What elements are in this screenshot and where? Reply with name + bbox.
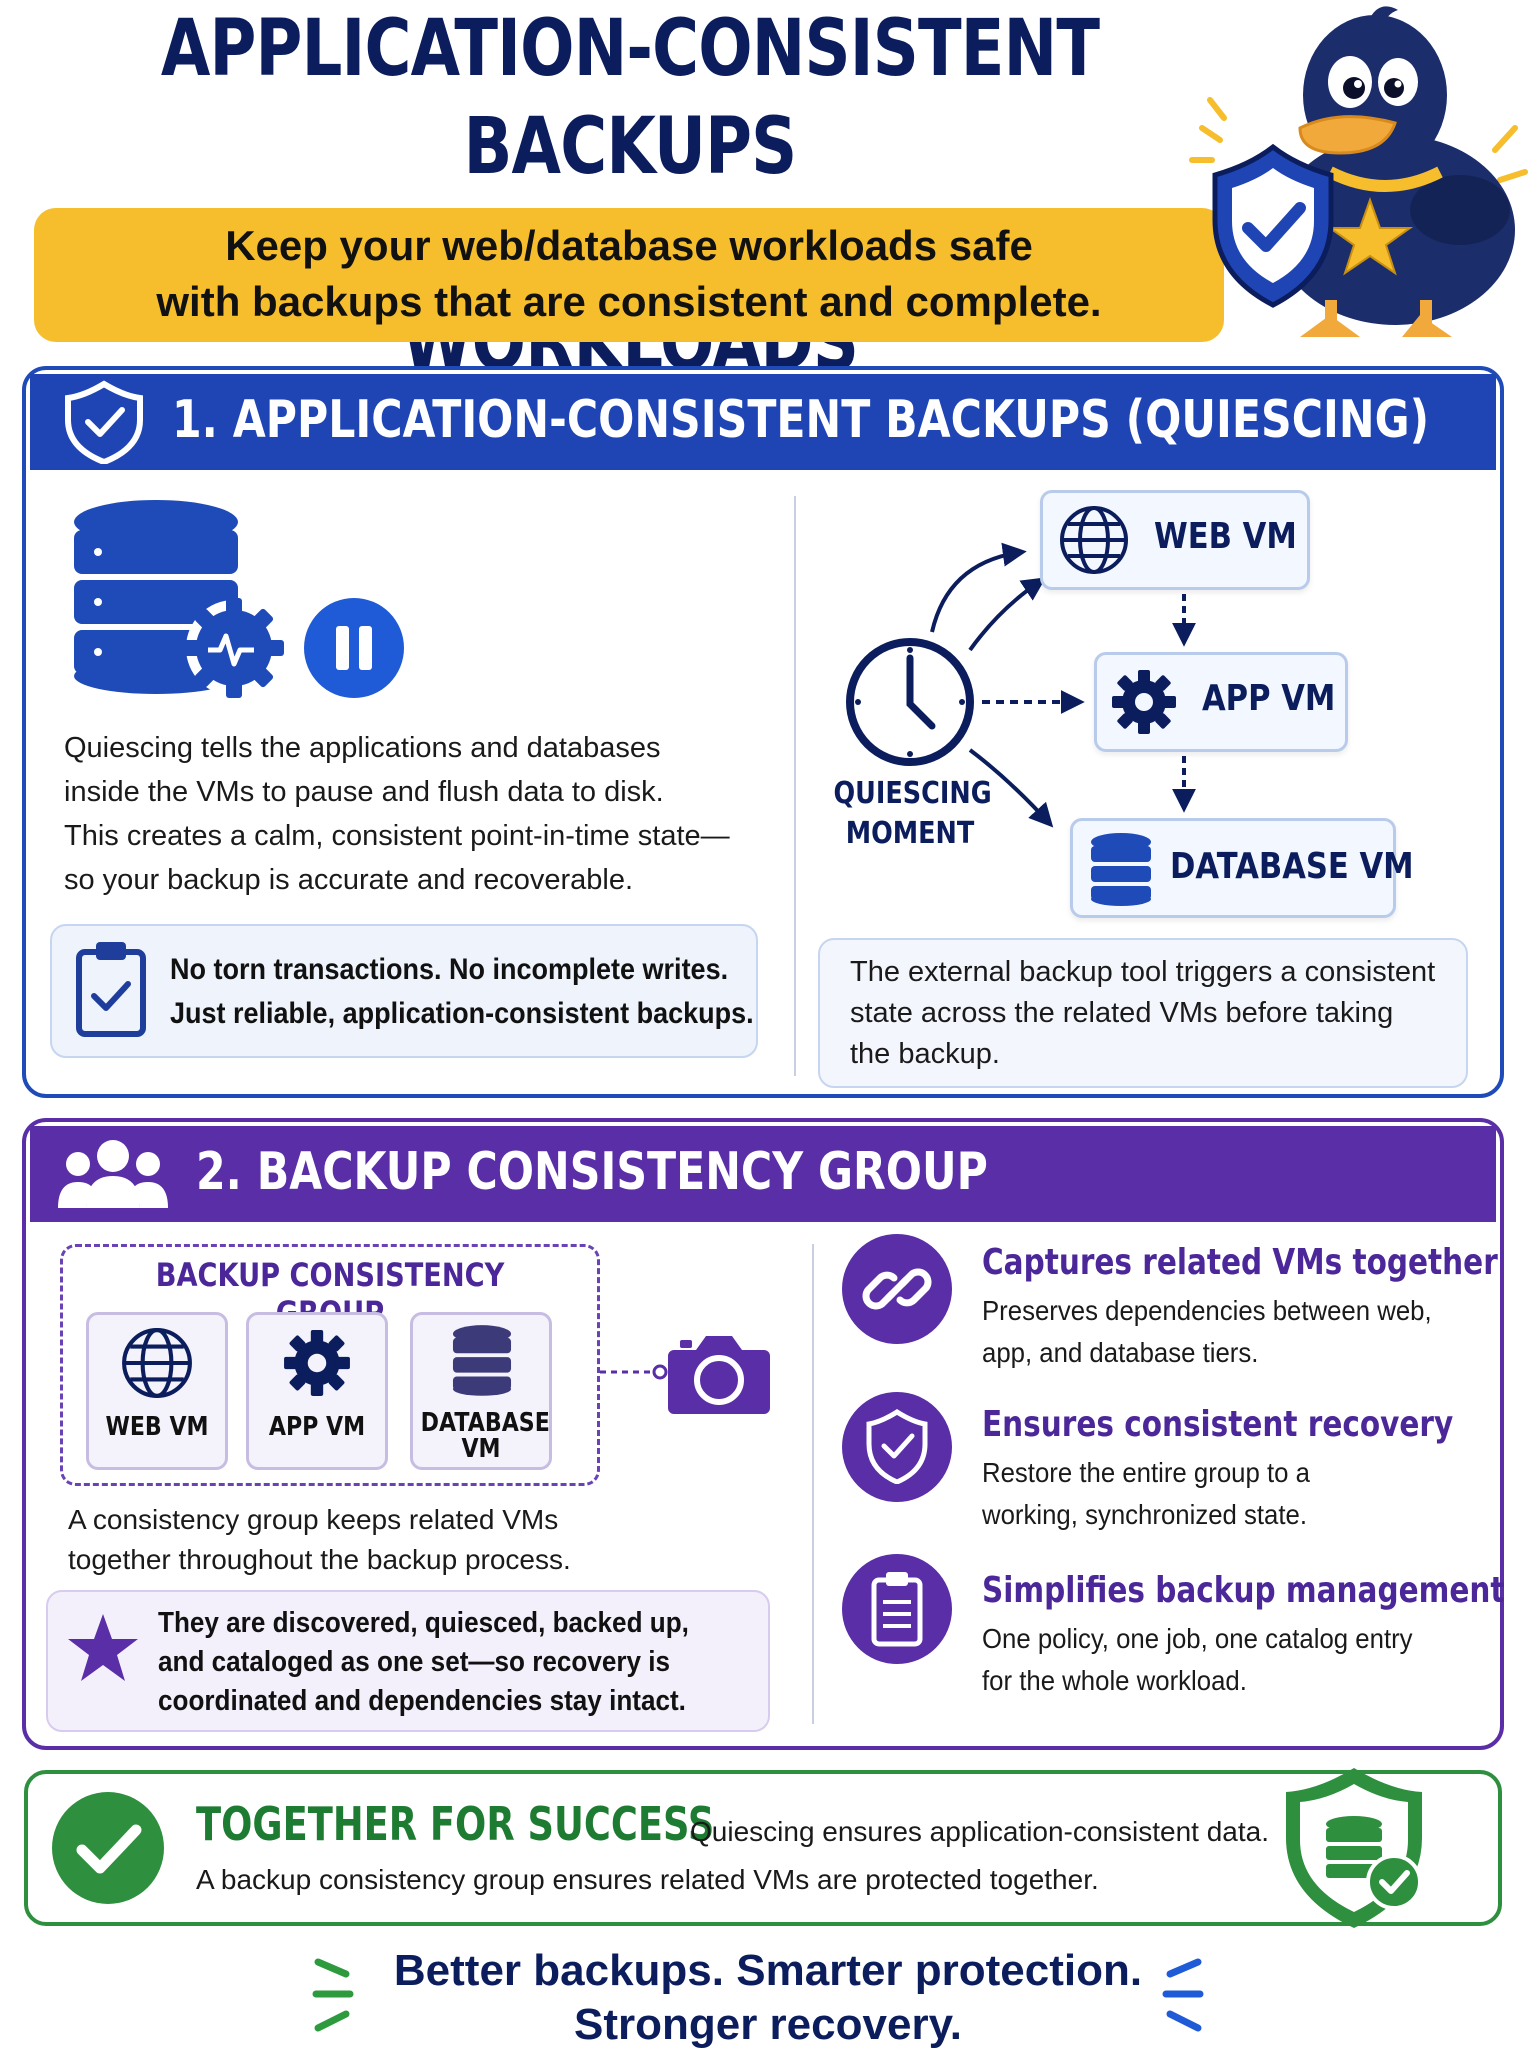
subtitle-text: Keep your web/database workloads safe wi… — [156, 222, 1102, 325]
database-icon — [452, 1325, 512, 1396]
quiescing-callout — [50, 924, 758, 1058]
together-line2: A backup consistency group ensures relat… — [196, 1864, 1099, 1895]
quiescing-description: Quiescing tells the applications and dat… — [64, 732, 730, 896]
quiescing-moment-label: QUIESCING MOMENT — [833, 776, 992, 851]
check-circle-icon — [52, 1792, 164, 1904]
feature-management-desc: One policy, one job, one catalog entry f… — [982, 1623, 1413, 1696]
section-consistency-group-title: 2. BACKUP CONSISTENCY GROUP — [196, 1142, 988, 1202]
star-icon — [68, 1614, 138, 1681]
section1-divider — [794, 496, 796, 1076]
consistency-group-callout — [46, 1590, 770, 1732]
feature-recovery-desc: Restore the entire group to a working, s… — [982, 1457, 1310, 1530]
globe-icon — [122, 1328, 192, 1398]
group-app-vm-label: APP VM — [268, 1412, 366, 1442]
gear-icon — [1112, 670, 1176, 734]
camera-icon — [668, 1336, 770, 1414]
link-icon — [862, 1268, 932, 1310]
together-line1: Quiescing ensures application-consistent… — [690, 1816, 1270, 1847]
shield-check-icon — [866, 1409, 928, 1484]
pause-icon — [304, 598, 404, 698]
clipboard-check-icon — [76, 942, 146, 1037]
consistency-group-description: A consistency group keeps related VMs to… — [68, 1504, 571, 1575]
clipboard-icon — [871, 1572, 923, 1647]
feature-captures-desc: Preserves dependencies between web, app,… — [982, 1295, 1432, 1368]
users-group-icon — [58, 1140, 168, 1208]
section-quiescing-header — [30, 374, 1496, 470]
section-consistency-group-header — [30, 1126, 1496, 1222]
group-web-vm-label: WEB VM — [105, 1412, 209, 1442]
feature-recovery-title: Ensures consistent recovery — [982, 1404, 1454, 1445]
duck-mascot-illustration — [1189, 6, 1528, 337]
subtitle-banner — [34, 208, 1224, 342]
group-database-vm-label: DATABASE VM — [420, 1408, 550, 1464]
feature-captures-title: Captures related VMs together — [982, 1242, 1498, 1283]
web-vm-label: WEB VM — [1154, 516, 1297, 557]
backup-tool-note — [818, 938, 1468, 1088]
gear-icon — [284, 1330, 350, 1396]
together-title: TOGETHER FOR SUCCESS — [196, 1797, 715, 1851]
section-together — [24, 1770, 1502, 1926]
consistency-group-box — [60, 1244, 600, 1486]
database-vm-label: DATABASE VM — [1170, 846, 1414, 887]
quiescing-callout-text: No torn transactions. No incomplete writ… — [170, 953, 754, 1030]
backup-tool-note-text: The external backup tool triggers a cons… — [850, 956, 1436, 1070]
app-vm-label: APP VM — [1202, 678, 1336, 719]
accent-marks-left — [312, 1958, 354, 2032]
consistency-group-callout-text: They are discovered, quiesced, backed up… — [158, 1607, 689, 1717]
database-icon — [1091, 833, 1151, 906]
database-gear-icon — [74, 500, 284, 698]
accent-marks-right — [1162, 1958, 1204, 2032]
section2-divider — [812, 1244, 814, 1724]
snapshot-connector — [600, 1364, 668, 1380]
shield-database-icon — [1286, 1768, 1422, 1928]
section-quiescing-title: 1. APPLICATION-CONSISTENT BACKUPS (QUIES… — [172, 390, 1430, 450]
globe-icon — [1060, 506, 1128, 574]
group-web-vm — [86, 1312, 228, 1470]
footer-tagline: Better backups. Smarter protection. Stro… — [393, 1946, 1143, 2048]
shield-check-icon — [65, 380, 143, 464]
feature-management-title: Simplifies backup management — [982, 1570, 1505, 1611]
quiescing-flow-diagram — [846, 542, 1196, 828]
